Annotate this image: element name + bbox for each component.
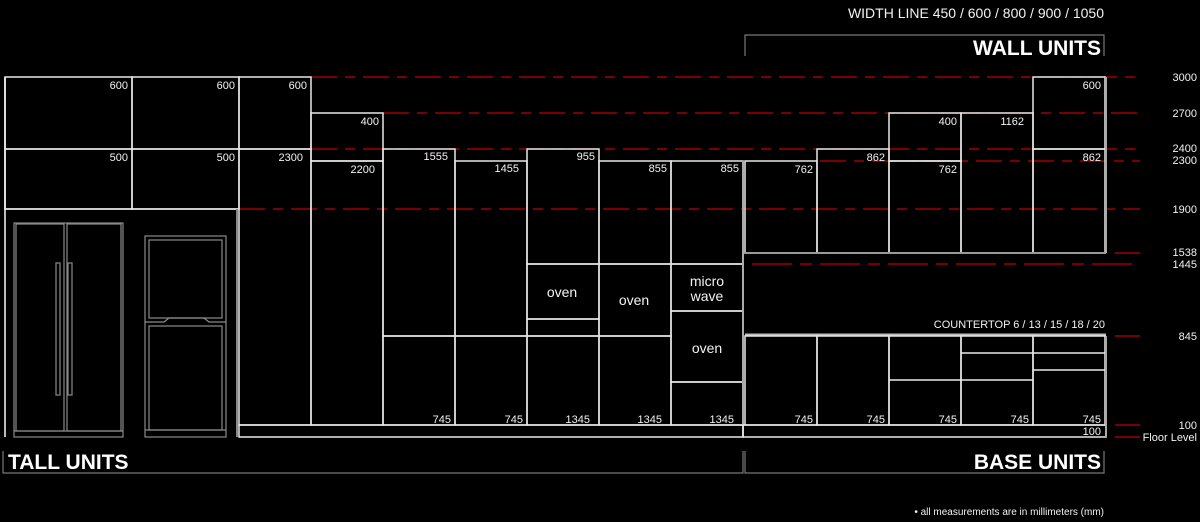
dim-label: 1455 [495,163,519,175]
dim-label: 400 [361,116,379,128]
dim-label: 855 [721,163,739,175]
base-dimensions: 745 745 745 745 745 100 COUNTERTOP 6 / 1… [795,319,1105,438]
cabinet [454,335,528,426]
cabinet [816,148,890,254]
wall-units-bracket [744,34,1105,56]
dim-label: 1555 [424,151,448,163]
cabinet [526,318,600,337]
dim-label: 855 [649,163,667,175]
base-units-title: BASE UNITS [974,451,1101,474]
dim-label: 1345 [566,414,590,426]
dim-label: 862 [867,152,885,164]
level-label: 2400 [1173,143,1197,155]
level-label: 845 [1179,331,1197,343]
cabinet [310,160,384,426]
dim-label: 745 [867,414,885,426]
wall-units-title: WALL UNITS [973,37,1101,60]
oven-label: oven [692,340,722,356]
cabinet [670,160,744,265]
dim-label: 762 [939,164,957,176]
footnote: • all measurements are in millimeters (m… [914,507,1104,518]
cabinet [526,335,600,426]
dim-label: 745 [1011,414,1029,426]
level-label: 2700 [1173,108,1197,120]
dim-label: 500 [110,152,128,164]
level-label: 1900 [1173,204,1197,216]
base-units-bracket [744,451,1105,474]
dim-label: 1345 [638,414,662,426]
dim-label: 745 [433,414,451,426]
cabinet [598,160,672,265]
cabinet [960,112,1034,254]
dim-label: 400 [939,116,957,128]
plinth-label: 100 [1083,426,1101,438]
base-units [742,333,1107,438]
tall-units-bracket [2,451,744,474]
dim-label: 600 [217,80,235,92]
dim-label: 955 [577,151,595,163]
fridge-handle [67,262,73,396]
level-label: 1445 [1173,259,1197,271]
side-by-side-fridge [13,222,124,438]
dim-label: 745 [939,414,957,426]
fridge-handle [55,262,61,396]
dim-label: 600 [110,80,128,92]
dim-label: 2200 [351,164,375,176]
wall-dimensions: 400 1162 600 762 862 762 862 [795,80,1101,176]
oven-label: oven [619,292,649,308]
cabinet [238,148,312,426]
wall-units [744,76,1107,254]
dim-label: 762 [795,164,813,176]
plinth [238,424,744,438]
microwave-label: wave [690,288,724,304]
dim-label: 1162 [1000,116,1024,128]
level-label: 100 [1179,420,1197,432]
cabinet [526,148,600,265]
cabinet [382,335,456,426]
dim-label: 600 [1083,80,1101,92]
top-freezer-fridge [144,235,227,438]
dim-label: 745 [795,414,813,426]
level-guides [239,76,1140,438]
level-label: Floor Level [1143,432,1197,444]
oven-label: oven [547,284,577,300]
cabinet [1032,148,1106,254]
level-label: 2300 [1173,155,1197,167]
width-line-label: WIDTH LINE 450 / 600 / 800 / 900 / 1050 [848,5,1104,21]
tall-units [4,76,744,438]
level-label: 1538 [1173,247,1197,259]
level-labels: 3000 2700 2400 2300 1900 1538 1445 845 1… [1143,72,1197,444]
dim-label: 1345 [710,414,734,426]
cabinet [744,335,818,426]
cabinet [1032,335,1106,426]
countertop-label: COUNTERTOP 6 / 13 / 15 / 18 / 20 [934,319,1105,331]
microwave-label: micro [690,273,724,289]
dim-label: 500 [217,152,235,164]
tall-dimensions: 600 600 600 400 500 500 2300 2200 1555 1… [110,80,739,426]
cabinet [598,335,672,426]
plinth [742,424,1107,438]
tall-units-title: TALL UNITS [8,451,129,474]
level-label: 3000 [1173,72,1197,84]
dim-label: 600 [289,80,307,92]
cabinet [816,335,890,426]
dim-label: 862 [1083,152,1101,164]
dim-label: 745 [505,414,523,426]
dim-label: 745 [1083,414,1101,426]
dim-label: 2300 [279,152,303,164]
cabinet [454,160,528,337]
cabinet [382,148,456,337]
